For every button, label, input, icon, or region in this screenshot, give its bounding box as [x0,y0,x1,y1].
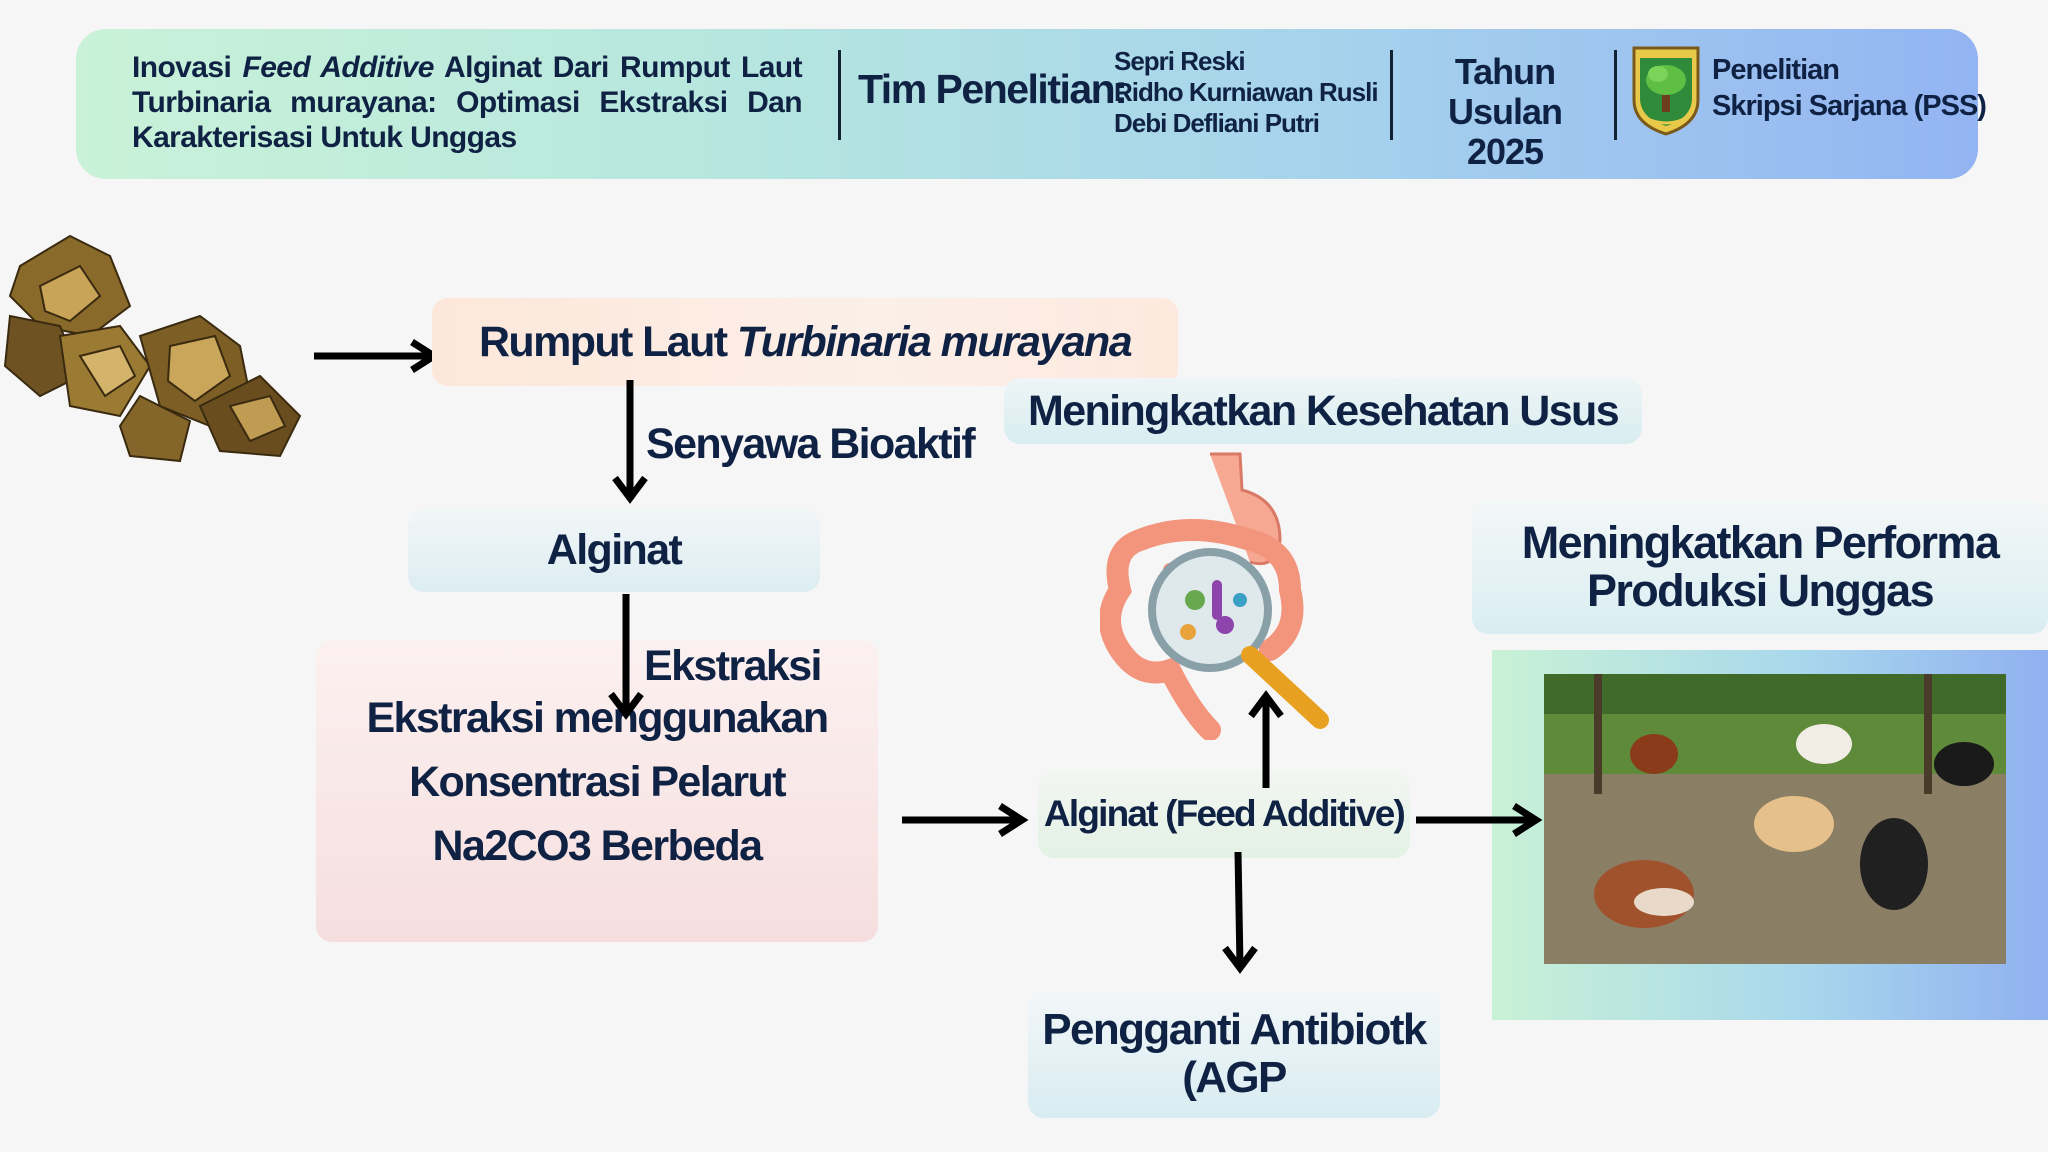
alginat-box: Alginat [408,508,820,592]
year-label: Tahun Usulan [1400,52,1610,132]
research-title: Inovasi Feed Additive Alginat Dari Rumpu… [132,50,802,155]
performance-line: Meningkatkan Performa [1522,519,1999,567]
title-italic: Feed Additive [242,51,433,84]
step-extraction-label: Ekstraksi [644,642,821,691]
team-member: Debi Defliani Putri [1114,108,1378,139]
agp-replacement-box: Pengganti Antibiotk (AGP [1028,990,1440,1118]
intestine-magnifier-image [1100,450,1340,740]
arrow-feed-to-chicken [1414,800,1544,840]
university-logo [1628,40,1704,136]
proposal-year: Tahun Usulan 2025 [1400,52,1610,172]
step-bioactive-label: Senyawa Bioaktif [646,420,974,469]
research-scheme: Penelitian Skripsi Sarjana (PSS) [1712,52,1986,124]
arrow-alginat-to-extraction [604,592,648,722]
seaweed-box: Rumput Laut Turbinaria murayana [432,298,1178,386]
arrow-feed-to-agp [1216,850,1260,976]
agp-line: Pengganti Antibiotk [1042,1006,1426,1054]
extraction-lines: Ekstraksi menggunakan Konsentrasi Pelaru… [366,686,827,878]
seaweed-species: Turbinaria murayana [737,318,1131,366]
arrow-seaweed-to-box [312,336,444,376]
team-members: Sepri Reski Ridho Kurniawan Rusli Debi D… [1114,46,1378,139]
performance-box: Meningkatkan Performa Produksi Unggas [1472,500,2048,634]
gut-health-box: Meningkatkan Kesehatan Usus [1004,378,1642,444]
team-member: Ridho Kurniawan Rusli [1114,77,1378,108]
agp-line: (AGP [1182,1054,1286,1102]
team-member: Sepri Reski [1114,46,1378,77]
header-divider-3 [1614,50,1617,140]
team-label: Tim Penelitian: [858,66,1126,113]
chicken-photo [1544,674,2006,964]
arrow-feed-to-gut [1244,690,1288,790]
performance-line: Produksi Unggas [1587,567,1933,615]
extraction-line: Na2CO3 Berbeda [366,814,827,878]
extraction-line: Konsentrasi Pelarut [366,750,827,814]
seaweed-image [0,226,312,466]
title-pre: Inovasi [132,51,242,84]
arrow-extraction-to-feed [900,800,1030,840]
extraction-line: Ekstraksi menggunakan [366,686,827,750]
year-value: 2025 [1400,132,1610,172]
feed-additive-box: Alginat (Feed Additive) [1038,770,1410,858]
header-divider-2 [1390,50,1393,140]
header-divider-1 [838,50,841,140]
scheme-line1: Penelitian [1712,52,1986,88]
seaweed-label: Rumput Laut Turbinaria murayana [479,318,1131,367]
seaweed-pre: Rumput Laut [479,318,737,366]
scheme-line2: Skripsi Sarjana (PSS) [1712,88,1986,124]
